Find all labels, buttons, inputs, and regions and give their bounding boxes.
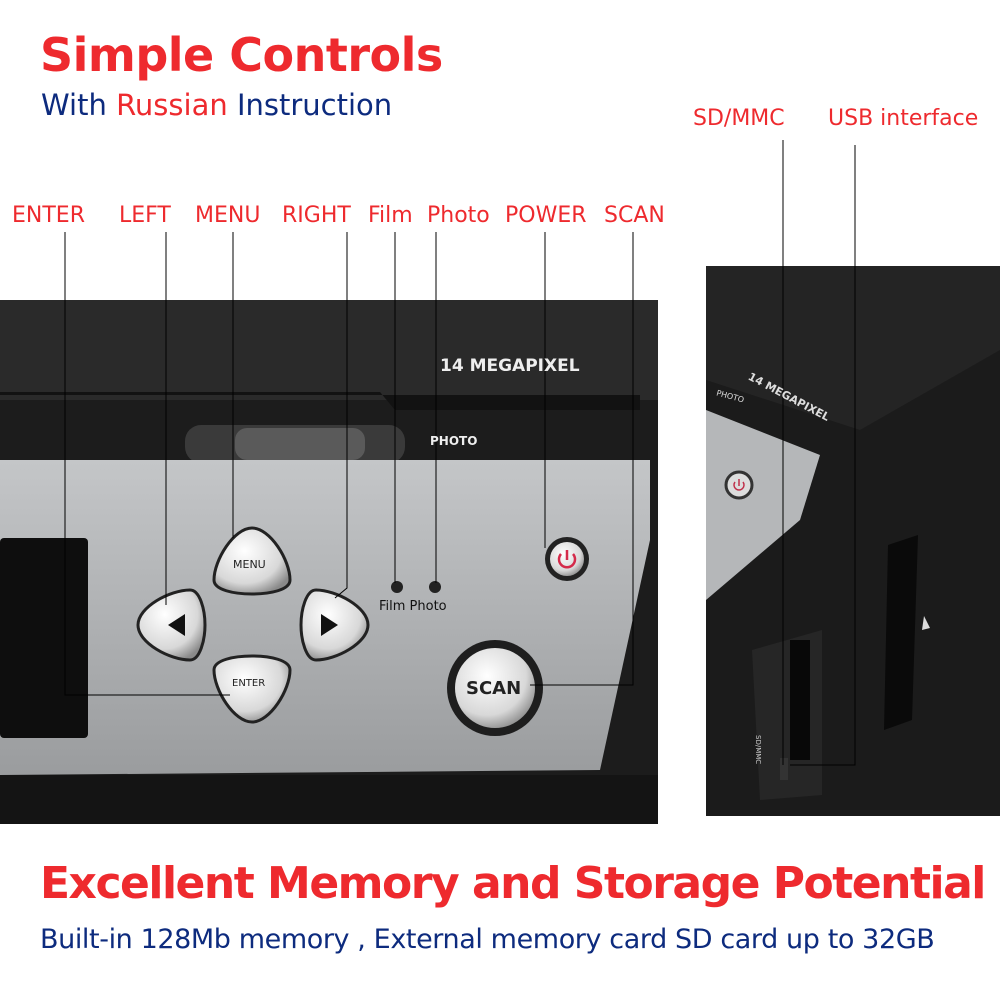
slider-label: PHOTO bbox=[430, 434, 478, 448]
led-labels: Film Photo bbox=[379, 599, 447, 614]
scanner-front bbox=[0, 300, 658, 824]
film-slot bbox=[884, 535, 918, 730]
film-led bbox=[391, 581, 403, 593]
sd-slot-label: SD/MMC bbox=[754, 735, 762, 765]
callout-scan: SCAN bbox=[604, 203, 665, 228]
leader-lines bbox=[64, 140, 856, 766]
menu-button[interactable] bbox=[212, 526, 292, 596]
page-title: Simple Controls bbox=[40, 28, 443, 82]
subtitle-part2: Russian bbox=[116, 88, 228, 122]
right-arrow-icon bbox=[321, 614, 338, 636]
callout-menu: MENU bbox=[195, 203, 261, 228]
enter-button-label: ENTER bbox=[232, 678, 266, 689]
lcd-screen bbox=[0, 538, 88, 738]
subtitle-part1: With bbox=[41, 88, 107, 122]
callout-sdmmc: SD/MMC bbox=[693, 106, 785, 131]
menu-button-label: MENU bbox=[233, 558, 266, 571]
callout-photo: Photo bbox=[427, 203, 490, 228]
footer-text: Built-in 128Mb memory , External memory … bbox=[40, 924, 935, 955]
callout-usb: USB interface bbox=[828, 106, 979, 131]
subtitle: With Russian Instruction bbox=[41, 88, 392, 122]
enter-button[interactable] bbox=[212, 654, 292, 724]
usb-port[interactable] bbox=[780, 758, 788, 780]
model-label: 14 MEGAPIXEL bbox=[440, 356, 580, 376]
subtitle-part3: Instruction bbox=[236, 88, 393, 122]
power-icon bbox=[557, 550, 577, 569]
callout-right: RIGHT bbox=[282, 203, 351, 228]
scanner-side bbox=[706, 266, 1000, 816]
callout-power: POWER bbox=[505, 203, 587, 228]
callout-enter: ENTER bbox=[12, 203, 85, 228]
callout-film: Film bbox=[368, 203, 413, 228]
sd-slot[interactable] bbox=[790, 640, 810, 760]
photo-led bbox=[429, 581, 441, 593]
left-arrow-icon bbox=[168, 614, 185, 636]
scan-button-label: SCAN bbox=[466, 678, 522, 699]
callout-left: LEFT bbox=[119, 203, 171, 228]
headline: Excellent Memory and Storage Potential bbox=[40, 858, 986, 909]
